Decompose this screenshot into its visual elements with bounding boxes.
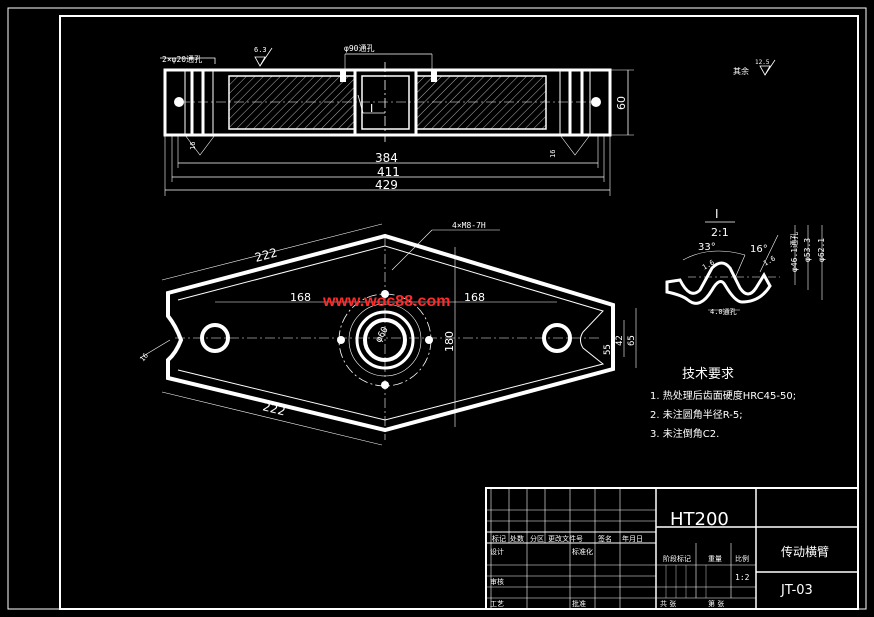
tb-material: HT200 bbox=[670, 509, 729, 530]
roughness-symbol bbox=[254, 56, 266, 67]
tb-scale-value: 1:2 bbox=[735, 573, 750, 582]
top-view: 2×φ20通孔 6.3 φ90通孔 I 384 411 429 16 16 60 bbox=[160, 43, 634, 196]
dim-429: 429 bbox=[375, 178, 398, 192]
tb-ratio: 比例 bbox=[735, 554, 749, 563]
tech-item-2: 2. 未注圆角半径R-5; bbox=[650, 408, 743, 421]
tb-h0: 标记 bbox=[492, 534, 506, 543]
angle-33: 33° bbox=[698, 242, 716, 253]
detail-r1: 1.6 bbox=[701, 258, 716, 271]
dim-53: φ53.3 bbox=[803, 238, 812, 262]
dim-62: φ62.1 bbox=[817, 238, 826, 262]
dim-384: 384 bbox=[375, 151, 398, 165]
dim-180: 180 bbox=[443, 331, 456, 352]
section-mark: I bbox=[370, 102, 373, 115]
tb-h1: 处数 bbox=[510, 534, 524, 543]
tb-weight: 重量 bbox=[708, 555, 722, 563]
tb-review: 审核 bbox=[490, 577, 504, 586]
hole-left bbox=[174, 97, 184, 107]
tb-process: 工艺 bbox=[490, 600, 504, 608]
tech-item-1: 1. 热处理后齿面硬度HRC45-50; bbox=[650, 389, 796, 402]
dim-42: 42 bbox=[615, 335, 625, 346]
roughness-label: 其余 bbox=[733, 66, 749, 76]
detail-scale: 2:1 bbox=[711, 226, 729, 239]
tb-drawing-no: JT-03 bbox=[780, 583, 813, 598]
arm-outline bbox=[166, 233, 615, 433]
hatch-right bbox=[415, 75, 547, 130]
tech-requirements: 技术要求 1. 热处理后齿面硬度HRC45-50; 2. 未注圆角半径R-5; … bbox=[650, 367, 796, 440]
dim-65: 65 bbox=[627, 335, 637, 346]
watermark: www.woc88.com bbox=[322, 293, 450, 310]
hole-note: 2×φ20通孔 bbox=[162, 54, 202, 64]
dim-55: 55 bbox=[603, 344, 613, 355]
dim-168-left: 168 bbox=[290, 291, 311, 304]
detail-title: I bbox=[715, 207, 719, 221]
dim-4: 4.0通孔 bbox=[710, 307, 737, 316]
title-block: HT200 传动横臂 JT-03 标记 处数 分区 更改文件号 签名 年月日 设… bbox=[485, 487, 859, 610]
tb-standard: 标准化 bbox=[572, 547, 593, 556]
tb-sheets: 共 张 bbox=[660, 599, 676, 608]
tech-item-3: 3. 未注倒角C2. bbox=[650, 427, 719, 440]
dim-60: 60 bbox=[615, 96, 628, 110]
dim-411: 411 bbox=[377, 165, 400, 179]
dim-168-right: 168 bbox=[464, 291, 485, 304]
tb-design: 设计 bbox=[490, 547, 504, 556]
dim-16: 16 bbox=[138, 352, 150, 364]
bolt-hole-left bbox=[337, 336, 345, 344]
tb-h3: 更改文件号 bbox=[548, 534, 583, 543]
tb-h4: 签名 bbox=[598, 534, 612, 543]
dim-phi: φ60 bbox=[374, 325, 391, 344]
tb-stage-mark: 阶段标记 bbox=[663, 554, 691, 563]
roughness-value: 6.3 bbox=[254, 46, 267, 54]
detail-view: I 2:1 33° 16° 1.6 1.6 φ46.1通孔 φ53.3 φ62.… bbox=[665, 207, 826, 316]
center-bore bbox=[363, 318, 407, 362]
tech-title: 技术要求 bbox=[682, 367, 734, 382]
dim-16-left: 16 bbox=[189, 142, 197, 150]
top-view-outline bbox=[163, 68, 612, 137]
bore-note: φ90通孔 bbox=[344, 43, 374, 53]
gear-tooth-profile bbox=[665, 261, 772, 305]
tb-approve: 批准 bbox=[572, 599, 586, 608]
dim-16-right: 16 bbox=[549, 150, 557, 158]
tb-part-name: 传动横臂 bbox=[781, 544, 829, 559]
dim-222-top: 222 bbox=[253, 245, 279, 264]
front-view: 4×M8-7H 222 222 168 168 180 55 42 65 φ60… bbox=[138, 221, 637, 446]
dim-46: φ46.1通孔 bbox=[789, 232, 799, 272]
tb-sheet-no: 第 张 bbox=[708, 599, 724, 608]
inner-border bbox=[59, 15, 859, 610]
hatch-left bbox=[228, 75, 356, 130]
angle-16: 16° bbox=[750, 244, 768, 255]
roughness-global-value: 12.5 bbox=[755, 59, 770, 66]
dim-222-bottom: 222 bbox=[261, 399, 287, 418]
bolt-hole-right bbox=[425, 336, 433, 344]
global-roughness: 其余 12.5 bbox=[733, 59, 776, 76]
thread-note: 4×M8-7H bbox=[452, 221, 486, 230]
tb-h5: 年月日 bbox=[622, 534, 643, 543]
tb-h2: 分区 bbox=[530, 534, 544, 543]
detail-r2: 1.6 bbox=[762, 254, 777, 267]
